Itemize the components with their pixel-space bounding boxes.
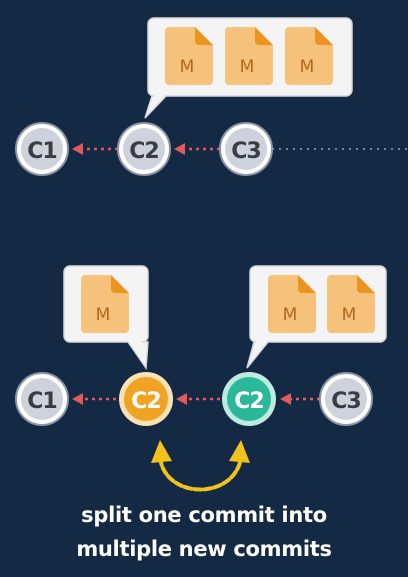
file-label: M [96, 305, 111, 325]
arrow-c2b-to-c2a [176, 393, 220, 405]
svg-text:C2: C2 [131, 389, 160, 414]
commit-c1: C1 [15, 122, 69, 176]
file-label: M [283, 305, 298, 325]
file-label: M [240, 57, 255, 77]
arrow-c2-to-c1 [72, 393, 116, 405]
svg-text:C2: C2 [129, 139, 158, 164]
file-icon: M [285, 27, 333, 85]
commit-c3: C3 [319, 372, 373, 426]
svg-text:C3: C3 [331, 389, 360, 414]
file-label: M [300, 57, 315, 77]
arrow-c2-to-c1 [72, 143, 118, 155]
file-label: M [342, 305, 357, 325]
commit-c3: C3 [219, 122, 273, 176]
split-curve-arrow-icon [151, 440, 250, 492]
file-icon: M [165, 27, 213, 85]
file-icon: M [327, 275, 375, 333]
svg-text:C2: C2 [234, 389, 263, 414]
commit-c2-split-b: C2 [222, 372, 276, 426]
commit-c2-split-a: C2 [119, 372, 173, 426]
top-bubble: M M M [144, 17, 353, 119]
svg-text:C3: C3 [231, 139, 260, 164]
top-row: M M M C1 [15, 17, 408, 176]
file-icon: M [81, 275, 129, 333]
bottom-row: M M M C1 [15, 265, 387, 426]
bottom-right-bubble: M M [246, 265, 387, 369]
caption-line-1: split one commit into [81, 503, 327, 527]
svg-text:C1: C1 [27, 139, 56, 164]
svg-text:C1: C1 [27, 389, 56, 414]
caption-line-2: multiple new commits [76, 537, 332, 561]
commit-c2: C2 [117, 122, 171, 176]
arrow-c3-to-c2 [174, 143, 220, 155]
bottom-left-bubble: M [63, 265, 149, 371]
file-icon: M [268, 275, 316, 333]
commit-c1: C1 [15, 372, 69, 426]
file-icon: M [225, 27, 273, 85]
file-label: M [180, 57, 195, 77]
arrow-c3-to-c2b [280, 393, 320, 405]
